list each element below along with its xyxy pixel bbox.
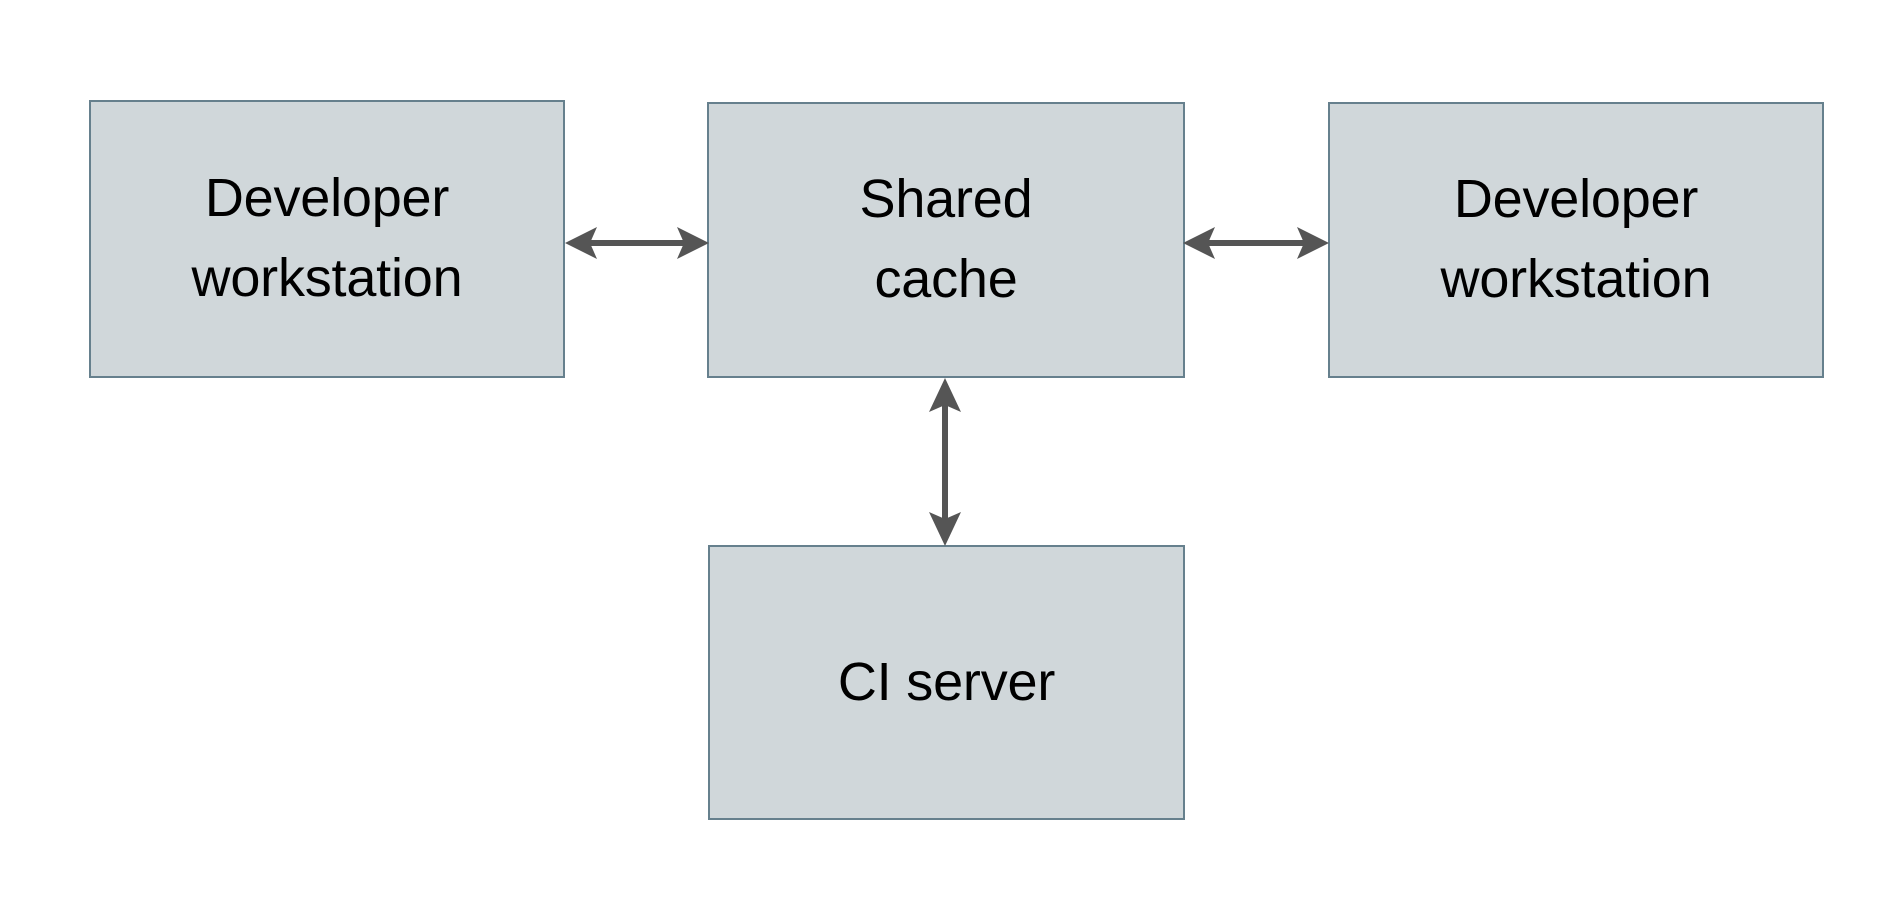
double-arrow-icon: [565, 227, 709, 259]
node-developer-workstation-right[interactable]: Developer workstation: [1328, 102, 1824, 378]
connector-developer-workstation-left-to-shared-cache[interactable]: [563, 212, 711, 274]
double-arrow-icon: [1183, 227, 1329, 259]
node-label: Shared cache: [859, 169, 1033, 309]
node-label: Developer workstation: [191, 168, 463, 308]
node-developer-workstation-left[interactable]: Developer workstation: [89, 100, 565, 378]
node-ci-server[interactable]: CI server: [708, 545, 1185, 820]
connector-shared-cache-to-developer-workstation-right[interactable]: [1180, 212, 1332, 274]
double-arrow-icon: [929, 378, 961, 546]
node-shared-cache[interactable]: Shared cache: [707, 102, 1185, 378]
connector-shared-cache-to-ci-server[interactable]: [914, 376, 976, 548]
node-label: Developer workstation: [1440, 169, 1712, 309]
node-label: CI server: [837, 651, 1056, 712]
